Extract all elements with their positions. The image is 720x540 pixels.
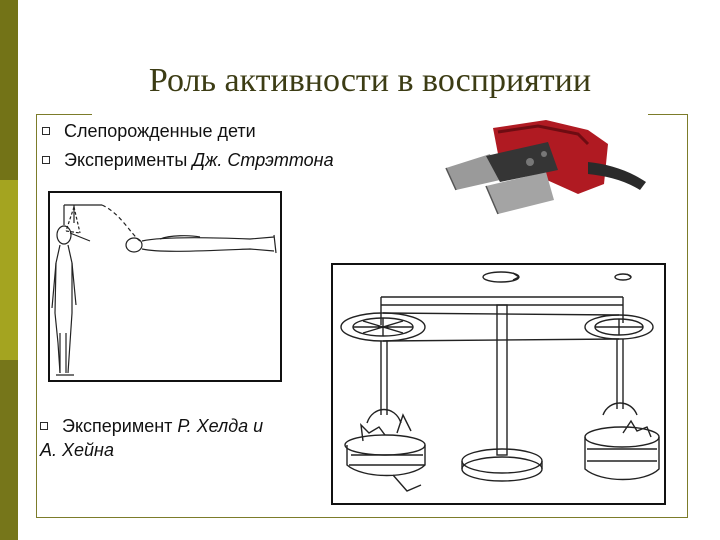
bullet-author-continued: А. Хейна	[40, 440, 114, 460]
kitten-carousel-figure	[331, 263, 666, 505]
decor-bar-bottom	[0, 360, 18, 540]
stratton-mirror-illustration	[51, 204, 277, 376]
prism-goggles-illustration	[445, 120, 646, 215]
bullet-held-hein: Эксперимент Р. Хелда и	[40, 416, 263, 437]
hollow-square-bullet-icon	[42, 156, 50, 164]
bullet-stratton: Эксперименты Дж. Стрэттона	[42, 150, 334, 171]
slide-title: Роль активности в восприятии	[148, 62, 592, 99]
decor-bar-middle	[0, 180, 18, 360]
stratton-mirror-figure	[48, 191, 282, 382]
title-gap	[92, 104, 648, 124]
bullet-text: Эксперименты	[64, 150, 193, 170]
bullet-author: Р. Хелда и	[177, 416, 264, 436]
bullet-author: Дж. Стрэттона	[192, 150, 334, 170]
hollow-square-bullet-icon	[40, 422, 48, 430]
hollow-square-bullet-icon	[42, 127, 50, 135]
decor-bar-top	[0, 0, 18, 180]
bullet-text: Слепорожденные дети	[64, 121, 256, 141]
bullet-blind-children: Слепорожденные дети	[42, 121, 256, 142]
kitten-carousel-illustration	[340, 271, 660, 492]
goggles-figure	[438, 114, 652, 218]
bullet-text: Эксперимент	[62, 416, 178, 436]
